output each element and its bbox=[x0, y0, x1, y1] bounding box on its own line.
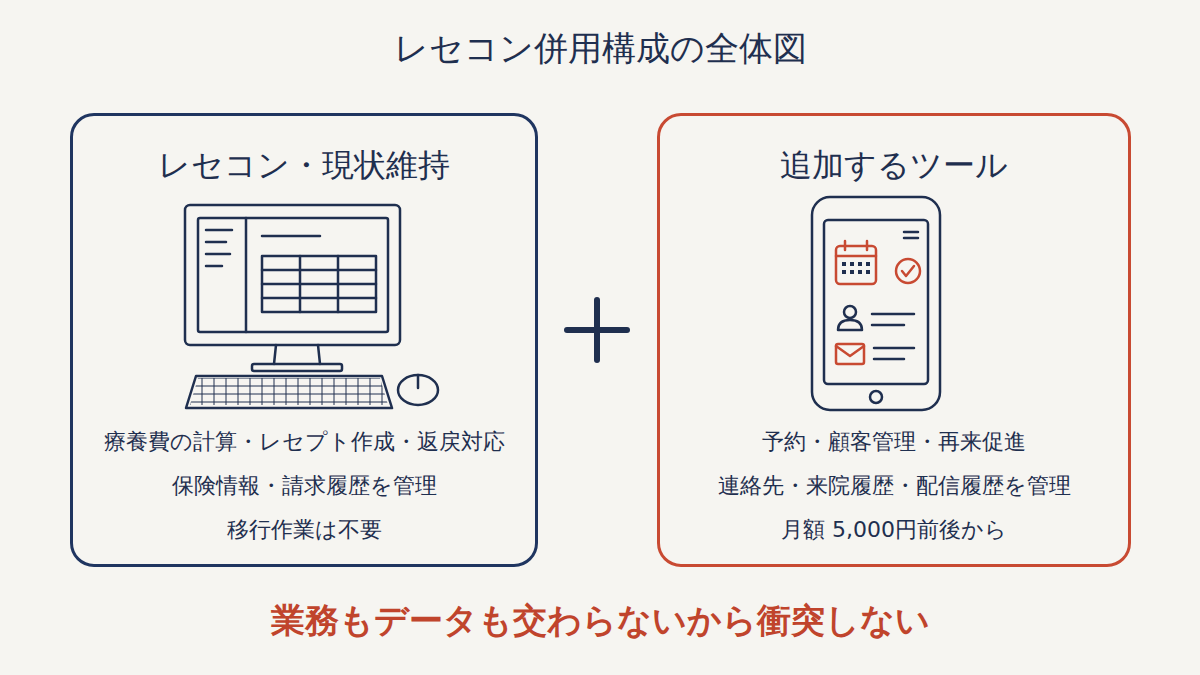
smartphone-icon bbox=[812, 197, 940, 410]
diagram-title: レセコン併用構成の全体図 bbox=[0, 26, 1200, 72]
box-body-line: 予約・顧客管理・再来促進 bbox=[762, 420, 1026, 464]
plus-sign bbox=[567, 300, 627, 360]
box-heading: 追加するツール bbox=[780, 144, 1008, 188]
box-heading: レセコン・現状維持 bbox=[158, 144, 450, 188]
box-body-line: 療養費の計算・レセプト作成・返戻対応 bbox=[104, 420, 505, 464]
computer-icon bbox=[185, 205, 438, 408]
caption: 業務もデータも交わらないから衝突しない bbox=[0, 598, 1200, 644]
box-body-line: 連絡先・来院履歴・配信履歴を管理 bbox=[718, 464, 1071, 508]
tool-box: 追加するツール予約・顧客管理・再来促進連絡先・来院履歴・配信履歴を管理月額 5,… bbox=[657, 113, 1131, 567]
box-body-line: 保険情報・請求履歴を管理 bbox=[172, 464, 437, 508]
system-box: レセコン・現状維持療養費の計算・レセプト作成・返戻対応保険情報・請求履歴を管理移… bbox=[70, 113, 538, 567]
box-body-line: 移行作業は不要 bbox=[227, 508, 382, 552]
box-body-line: 月額 5,000円前後から bbox=[781, 508, 1007, 552]
